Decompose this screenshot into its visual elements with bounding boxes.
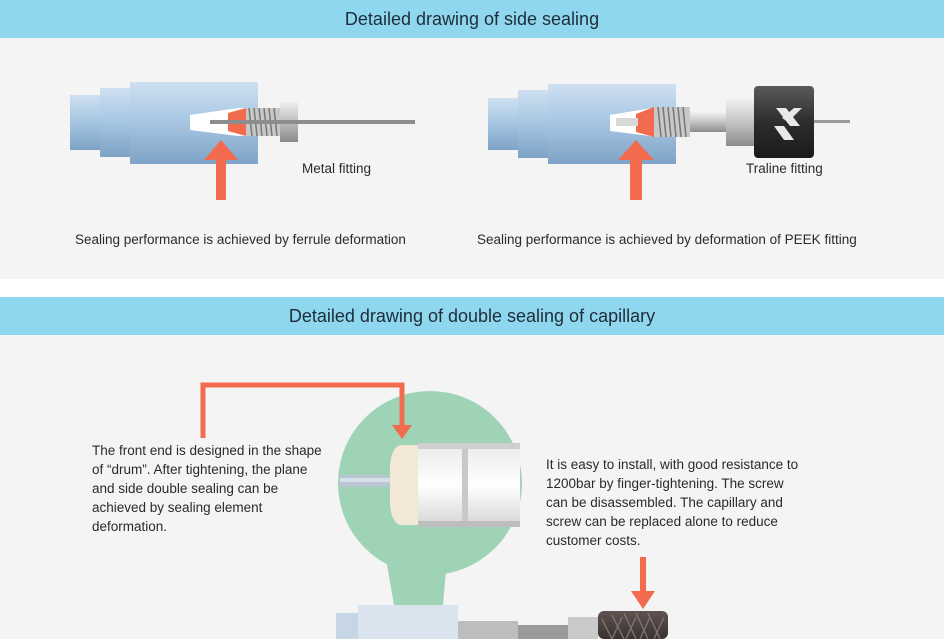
traline-fitting-label: Traline fitting	[746, 161, 823, 176]
section-title-double-sealing: Detailed drawing of double sealing of ca…	[288, 305, 656, 326]
metal-fitting-illustration	[70, 82, 415, 200]
traline-arrow-icon	[618, 140, 654, 200]
connector-arrow-icon	[200, 382, 412, 439]
section-title-side-sealing: Detailed drawing of side sealing	[344, 8, 600, 29]
section-gap	[0, 279, 944, 297]
section-header-side-sealing: Detailed drawing of side sealing	[0, 0, 944, 38]
traline-fitting-caption: Sealing performance is achieved by defor…	[477, 232, 857, 247]
easy-install-description: It is easy to install, with good resista…	[546, 457, 799, 548]
traline-fitting-illustration	[488, 84, 850, 200]
knob-logo-icon	[774, 108, 802, 140]
double-sealing-illustration	[200, 382, 668, 639]
metal-fitting-label: Metal fitting	[302, 161, 372, 176]
drum-design-description: The front end is designed in the shape o…	[92, 443, 322, 534]
section-header-double-sealing: Detailed drawing of double sealing of ca…	[0, 297, 944, 335]
down-arrow-icon	[631, 557, 655, 609]
metal-fitting-caption: Sealing performance is achieved by ferru…	[75, 232, 406, 247]
metal-arrow-icon	[204, 140, 238, 200]
